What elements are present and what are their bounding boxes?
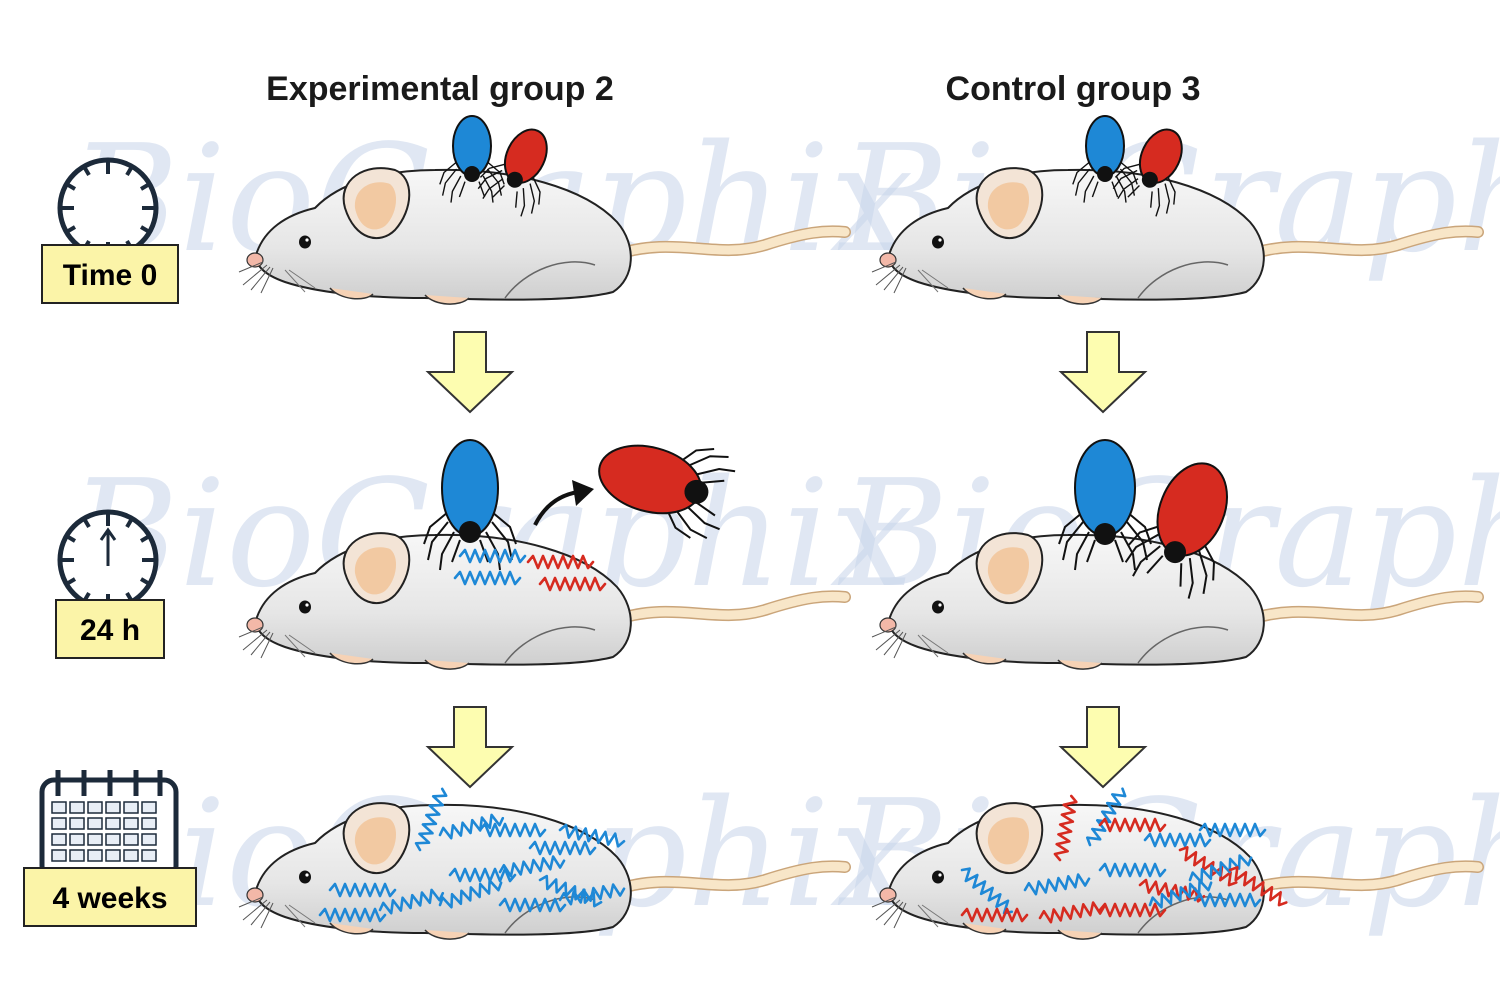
blue-tick-icon (423, 439, 517, 571)
red-tick-icon (1107, 128, 1184, 222)
clock-24h-icon (60, 512, 156, 608)
blue-tick-icon (1072, 115, 1138, 204)
down-arrow-icon (1060, 331, 1146, 413)
control-group-title: Control group 3 (946, 70, 1201, 108)
blue-tick-icon (1058, 439, 1152, 571)
red-tick-icon (472, 128, 549, 222)
time-0-label: Time 0 (63, 259, 158, 292)
clock-icon (60, 160, 156, 256)
curved-arrow-icon (533, 480, 594, 526)
time-0-label-box: Time 0 (41, 244, 179, 304)
24h-label: 24 h (80, 614, 140, 647)
4-weeks-label: 4 weeks (52, 882, 167, 915)
blue-tick-icon (439, 115, 505, 204)
24h-label-box: 24 h (55, 599, 165, 659)
detached-red-tick-icon (598, 439, 741, 546)
down-arrow-icon (427, 331, 513, 413)
red-tick-icon (1117, 462, 1228, 606)
experimental-group-title: Experimental group 2 (266, 70, 614, 108)
4-weeks-label-box: 4 weeks (23, 867, 197, 927)
calendar-icon (39, 770, 179, 881)
